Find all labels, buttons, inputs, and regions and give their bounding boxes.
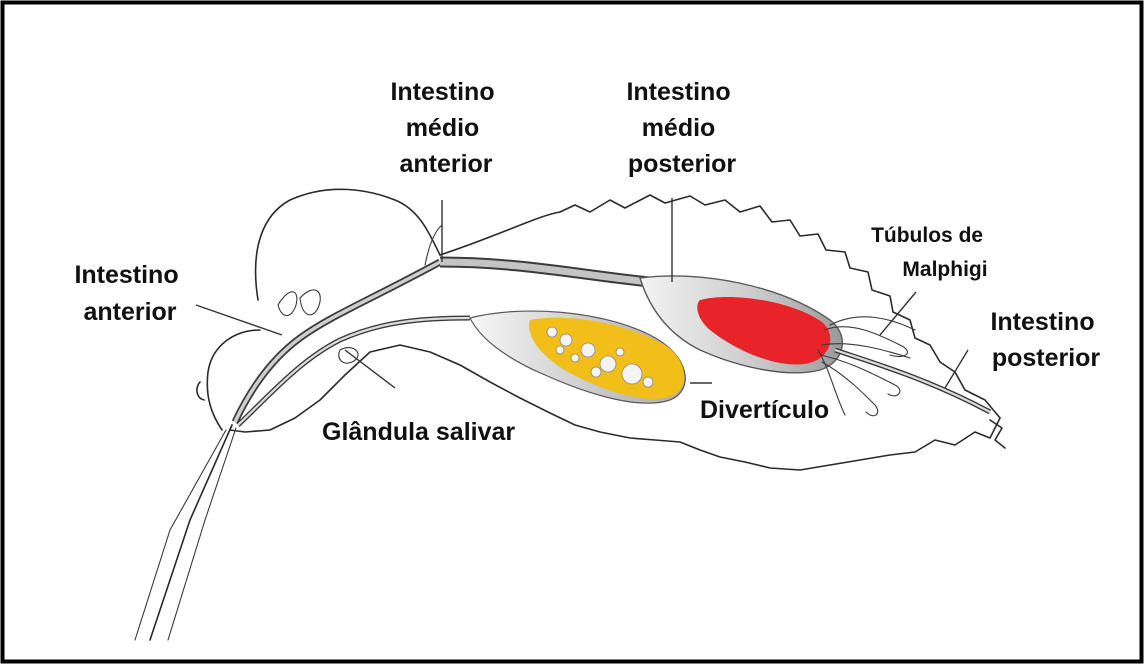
label-intestino-medio-anterior: Intestino médio anterior bbox=[390, 78, 501, 178]
label-glandula-salivar: Glândula salivar bbox=[322, 418, 515, 446]
label-intestino-medio-posterior: Intestino médio posterior bbox=[626, 78, 737, 178]
label-diverticulo: Divertículo bbox=[700, 396, 829, 424]
